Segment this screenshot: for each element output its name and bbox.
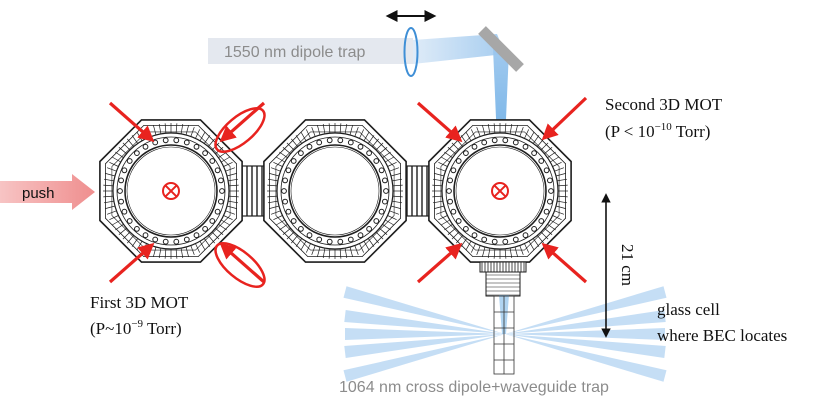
dipole-1064-beam — [344, 310, 505, 334]
dipole-1064-beams — [343, 286, 667, 382]
dipole-1550-vertical-beam — [493, 48, 509, 188]
upper-coil — [214, 107, 266, 153]
glass-cell-region: 1064 nm cross dipole+waveguide trap — [339, 286, 667, 396]
dipole-1550-beam-path: 1550 nm dipole trap — [208, 10, 524, 290]
dipole-1064-beam — [505, 334, 666, 358]
first-mot-title: First 3D MOT — [90, 293, 189, 312]
dipole-1064-beam — [344, 334, 505, 358]
mot-beam-arrow — [416, 101, 463, 143]
steering-mirror — [478, 26, 524, 72]
circle-cross-icon — [491, 182, 509, 200]
middle-chamber — [263, 119, 407, 263]
glass-cell-line2: where BEC locates — [657, 326, 787, 345]
glass-cell-caption: glass cell where BEC locates — [657, 300, 787, 345]
first-mot-pressure: (P~10−9 Torr) — [90, 318, 182, 338]
dipole-1064-beam — [343, 334, 505, 382]
dipole-1550-horizontal-beam — [413, 34, 505, 64]
second-mot-pressure: (P < 10−10 Torr) — [605, 121, 710, 141]
dipole-1064-beam — [505, 328, 665, 340]
vacuum-chamber-assembly — [99, 119, 572, 297]
circle-cross-icon — [162, 182, 180, 200]
glass-cell-port — [479, 261, 527, 297]
mot-beams — [108, 96, 588, 284]
dipole-1064-label: 1064 nm cross dipole+waveguide trap — [339, 379, 609, 396]
first-mot-caption: First 3D MOT (P~10−9 Torr) — [90, 293, 189, 338]
glass-cell — [493, 295, 515, 375]
dipole-1064-beam — [345, 328, 505, 340]
mot-beam-arrow — [541, 242, 588, 284]
dipole-1064-beam — [505, 334, 667, 382]
mot-beam-arrow — [416, 242, 463, 284]
second-chamber — [428, 119, 572, 263]
first-mot-coils — [214, 107, 266, 288]
push-arrow — [0, 174, 95, 210]
distance-marker: 21 cm — [601, 193, 637, 338]
distance-label: 21 cm — [618, 244, 637, 286]
dipole-1550-label: 1550 nm dipole trap — [224, 44, 366, 61]
dipole-1064-beam — [505, 286, 667, 334]
mot-beam-arrow — [108, 242, 155, 284]
first-chamber — [99, 119, 243, 263]
second-mot-caption: Second 3D MOT (P < 10−10 Torr) — [605, 95, 723, 141]
dipole-1064-beam — [343, 286, 505, 334]
glass-cell-line1: glass cell — [657, 300, 720, 319]
push-beam: push — [0, 174, 95, 210]
second-mot-title: Second 3D MOT — [605, 95, 723, 114]
push-label: push — [22, 185, 55, 202]
lower-coil — [214, 242, 266, 288]
mot-beam-arrow — [108, 101, 155, 143]
dipole-1064-beam — [505, 310, 666, 334]
mot-beam-arrow — [541, 96, 588, 141]
mot-beam-arrow — [219, 242, 266, 284]
dipole-1550-banner — [208, 38, 413, 64]
focusing-lens — [403, 27, 419, 77]
